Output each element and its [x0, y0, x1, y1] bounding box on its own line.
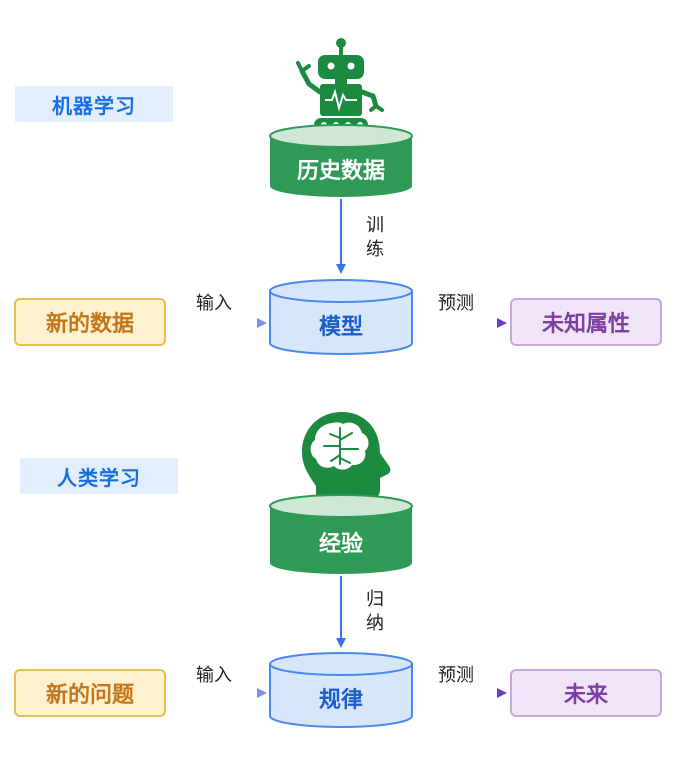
input-edge-label-2: 输入 [196, 665, 232, 686]
history-data-label: 历史数据 [296, 159, 385, 184]
new-data-box: 新的数据 [14, 298, 166, 346]
unknown-attribute-box: 未知属性 [510, 298, 662, 346]
predict-edge-label-2: 预测 [438, 665, 474, 686]
robot-icon [296, 38, 384, 132]
rules-cylinder [269, 652, 413, 728]
new-problem-box: 新的问题 [14, 669, 166, 717]
section-title-machine-learning: 机器学习 [15, 86, 173, 122]
future-box: 未来 [510, 669, 662, 717]
section-title-human-learning: 人类学习 [20, 458, 178, 494]
predict-edge-label-1: 预测 [438, 293, 474, 314]
rules-label: 规律 [318, 688, 363, 713]
history-data-cylinder [269, 124, 413, 197]
model-label: 模型 [318, 315, 363, 340]
brain-head-icon [302, 412, 391, 510]
experience-cylinder [269, 494, 413, 574]
model-cylinder [269, 279, 413, 355]
experience-label: 经验 [318, 532, 363, 557]
induce-edge-label: 归纳 [366, 589, 384, 634]
train-edge-label: 训练 [366, 215, 384, 260]
input-edge-label-1: 输入 [196, 293, 232, 314]
